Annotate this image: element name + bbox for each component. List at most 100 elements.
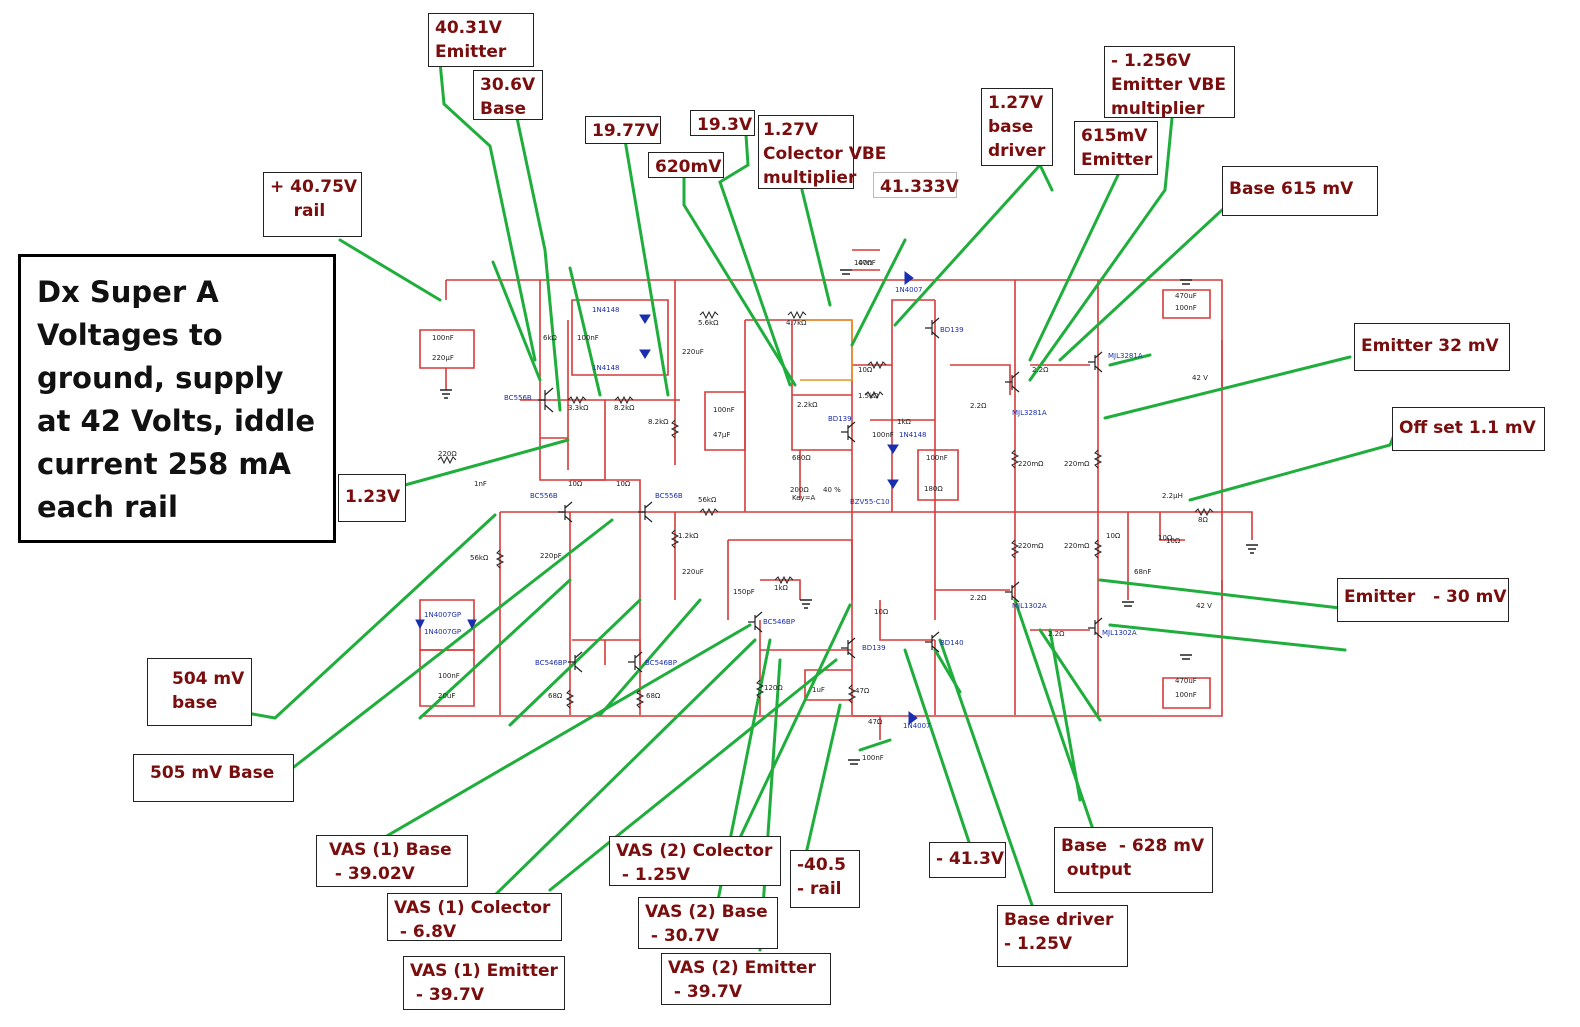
resistor-label: 2.2Ω (970, 402, 987, 410)
annotation-negative-rail: -40.5 - rail (790, 850, 860, 908)
annotation-emitter-615mv: 615mV Emitter (1074, 121, 1158, 175)
resistor-label: 10Ω (1166, 537, 1181, 545)
resistor-label: 4.7kΩ (786, 319, 807, 327)
diode-label: 1N4007GP (424, 628, 461, 636)
annotation-vas1-emitter: VAS (1) Emitter - 39.7V (403, 956, 565, 1010)
resistor-label: 120Ω (764, 684, 783, 692)
capacitor-label: 220µF (432, 354, 454, 362)
capacitor-label: 100nF (872, 431, 894, 439)
capacitor-label: 100nF (438, 672, 460, 680)
annotation-positive-rail: + 40.75V rail (263, 172, 362, 237)
transistor-label: MJL3281A (1012, 409, 1047, 417)
transistor-label: MJL1302A (1012, 602, 1047, 610)
resistor-label: 2.2Ω (970, 594, 987, 602)
annotation-base-output-628mv: Base - 628 mV output (1054, 827, 1213, 893)
resistor-label: 5.6kΩ (698, 319, 719, 327)
annotation-base-driver-1-27v: 1.27V base driver (981, 88, 1053, 166)
capacitor-label: 470uF (1175, 292, 1197, 300)
capacitor-label: 220pF (540, 552, 562, 560)
resistor-label: 47Ω (868, 718, 883, 726)
capacitor-label: 1uF (812, 686, 825, 694)
capacitor-label: 150pF (733, 588, 755, 596)
resistor-label: 1.5kΩ (858, 392, 879, 400)
transistor-label: BD139 (862, 644, 886, 652)
capacitor-label: 220uF (682, 568, 704, 576)
component-misc-label: 2.2µH (1162, 492, 1183, 500)
capacitor-label: 1nF (474, 480, 487, 488)
resistor-label: 220mΩ (1018, 460, 1044, 468)
resistor-label: 10Ω (616, 480, 631, 488)
transistor-label: MJL3281A (1108, 352, 1143, 360)
transistor-label: BD139 (940, 326, 964, 334)
resistor-symbols (437, 310, 1214, 709)
annotation-base-driver-minus-1-25v: Base driver - 1.25V (997, 905, 1128, 967)
resistor-label: 68Ω (646, 692, 661, 700)
diode-symbols (415, 271, 918, 725)
transistor-label: BC546BP (535, 659, 567, 667)
annotation-vas2-base: VAS (2) Base - 30.7V (638, 897, 778, 949)
resistor-label: 220mΩ (1064, 542, 1090, 550)
component-misc-label: 42 V (1192, 374, 1208, 382)
capacitor-label: 100nF (854, 259, 876, 267)
transistor-label: BD139 (828, 415, 852, 423)
resistor-label: 10Ω (874, 608, 889, 616)
annotation-base-615mv: Base 615 mV (1222, 166, 1378, 216)
resistor-label: 68Ω (548, 692, 563, 700)
diode-label: 1N4007 (895, 286, 923, 294)
annotation-620mv: 620mV (648, 152, 724, 178)
capacitor-label: 100nF (577, 334, 599, 342)
component-misc-label: 200Ω (790, 486, 809, 494)
annotation-41-333v: 41.333V (873, 172, 959, 198)
diode-label: 1N4148 (592, 364, 620, 372)
resistor-label: 8.2kΩ (614, 404, 635, 412)
diode-label: 1N4148 (592, 306, 620, 314)
resistor-label: 220mΩ (1018, 542, 1044, 550)
resistor-label: 1.2kΩ (678, 532, 699, 540)
resistor-label: 1kΩ (774, 584, 789, 592)
transistor-label: BC556B (530, 492, 558, 500)
annotation-emitter-40-31v: 40.31V Emitter (428, 13, 534, 67)
resistor-label: 47Ω (858, 259, 873, 267)
transistor-symbols (538, 317, 1103, 673)
resistor-label: 10Ω (1106, 532, 1121, 540)
capacitor-label: 47µF (713, 431, 730, 439)
resistor-label: 10Ω (858, 366, 873, 374)
annotation-1-23v: 1.23V (338, 474, 406, 522)
capacitor-label: 100nF (1175, 691, 1197, 699)
transistor-label: MJL1302A (1102, 629, 1137, 637)
transistor-label: BC556B (504, 394, 532, 402)
annotation-emitter-vbe-multiplier: - 1.256V Emitter VBE multiplier (1104, 46, 1235, 119)
annotation-vas2-collector: VAS (2) Colector - 1.25V (609, 836, 781, 886)
transistor-label: BC546BP (645, 659, 677, 667)
annotation-base-504mv: 504 mV base (147, 658, 252, 726)
diagram-title: Dx Super A Voltages to ground, supply at… (18, 254, 336, 543)
annotation-offset-1-1mv: Off set 1.1 mV (1392, 407, 1545, 451)
annotation-19-3v: 19.3V (690, 110, 755, 136)
resistor-label: 2.2Ω (1048, 630, 1065, 638)
capacitor-label: 100nF (713, 406, 735, 414)
annotation-emitter-minus-30mv: Emitter - 30 mV (1337, 578, 1509, 622)
resistor-label: 3.3kΩ (568, 404, 589, 412)
annotation-19-77v: 19.77V (585, 116, 661, 144)
capacitor-label: 68nF (1134, 568, 1151, 576)
annotation-minus-41-3v: - 41.3V (929, 842, 1006, 878)
annotation-emitter-32mv: Emitter 32 mV (1354, 323, 1510, 371)
capacitor-label: 100nF (926, 454, 948, 462)
transistor-label: BC556B (655, 492, 683, 500)
ground-symbols (440, 269, 1258, 765)
resistor-label: 8.2kΩ (648, 418, 669, 426)
resistor-label: 1kΩ (897, 418, 912, 426)
annotation-vas1-base: VAS (1) Base - 39.02V (316, 835, 468, 887)
resistor-label: 56kΩ (698, 496, 717, 504)
resistor-label: 10Ω (1158, 534, 1173, 542)
resistor-label: 6kΩ (543, 334, 558, 342)
transistor-label: BC546BP (763, 618, 795, 626)
capacitor-label: 220uF (682, 348, 704, 356)
capacitor-label: 20uF (438, 692, 455, 700)
diode-label: 1N4007GP (424, 611, 461, 619)
component-misc-label: Key=A (792, 494, 816, 502)
resistor-label: 10Ω (568, 480, 583, 488)
resistor-label: 180Ω (924, 485, 943, 493)
